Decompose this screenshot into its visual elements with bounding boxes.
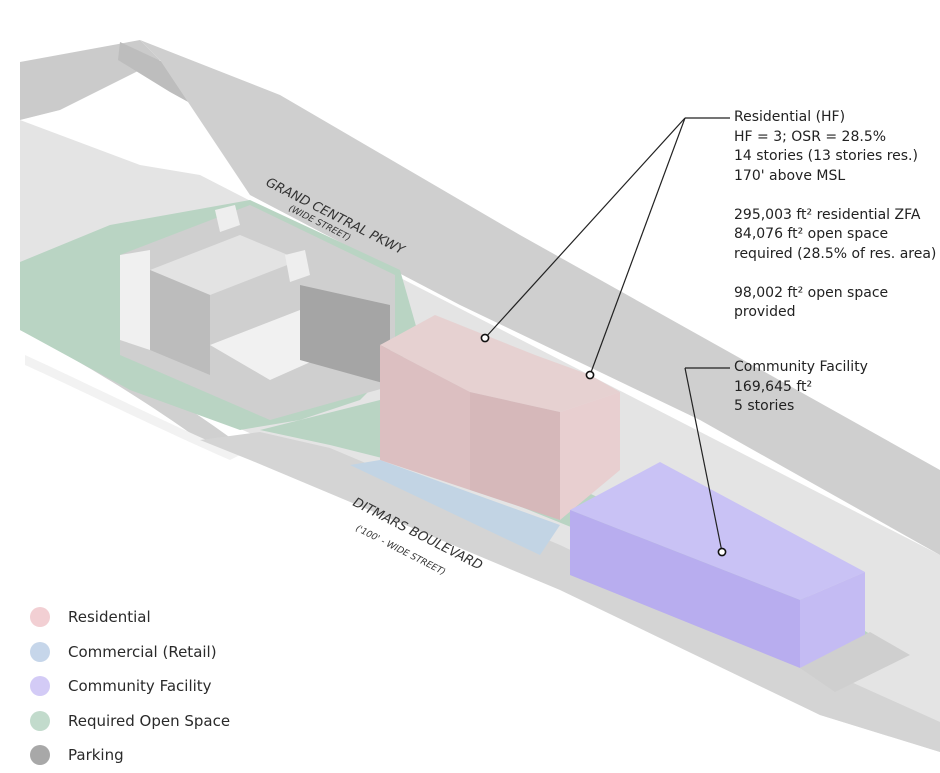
legend-item: Required Open Space [30, 704, 230, 739]
legend-swatch [30, 641, 50, 662]
parking-ramp [800, 632, 910, 692]
legend-item: Residential [30, 600, 230, 635]
legend-swatch [30, 745, 50, 766]
residential-callout-point-1 [480, 333, 490, 343]
residential-annotation: Residential (HF) HF = 3; OSR = 28.5% 14 st… [734, 108, 936, 323]
legend-swatch [30, 676, 50, 697]
legend-label: Community Facility [68, 677, 212, 696]
legend-item: Community Facility [30, 669, 230, 704]
community-annotation-line: 169,645 ft² [734, 378, 813, 395]
ditmars-boulevard-road [200, 432, 940, 752]
residential-callout-point-2 [585, 370, 595, 380]
legend-item: Parking [30, 738, 230, 773]
legend-swatch [30, 607, 50, 628]
community-annotation-line: 5 stories [734, 398, 795, 414]
residential-annotation-line [734, 186, 936, 206]
legend-label: Residential [68, 608, 151, 627]
legend-label: Parking [68, 746, 124, 765]
community-callout-point [717, 547, 727, 557]
residential-annotation-line [734, 264, 936, 284]
grand-central-pkwy-road [140, 40, 940, 555]
residential-annotation-line: HF = 3; OSR = 28.5% [734, 128, 887, 145]
residential-building [350, 315, 620, 555]
community-leader [684, 367, 730, 553]
legend-label: Commercial (Retail) [68, 642, 217, 661]
legend-label: Required Open Space [68, 711, 231, 730]
community-facility-annotation: Community Facility 169,645 ft² 5 stories [734, 358, 868, 417]
residential-annotation-line: provided [734, 304, 796, 320]
residential-annotation-line: 170' above MSL [734, 167, 846, 184]
residential-annotation-line: Residential (HF) [734, 109, 846, 125]
residential-annotation-line: 84,076 ft² open space [734, 226, 889, 242]
legend-swatch [30, 710, 50, 731]
residential-annotation-line: required (28.5% of res. area) [734, 245, 937, 262]
existing-building [120, 205, 395, 420]
community-annotation-line: Community Facility [734, 359, 868, 375]
curved-ramp-island [25, 355, 240, 460]
residential-leader [484, 117, 730, 376]
residential-annotation-line: 98,002 ft² open space [734, 284, 889, 301]
legend-item: Commercial (Retail) [30, 635, 230, 670]
residential-annotation-line: 14 stories (13 stories res.) [734, 148, 918, 164]
residential-annotation-line: 295,003 ft² residential ZFA [734, 206, 921, 223]
